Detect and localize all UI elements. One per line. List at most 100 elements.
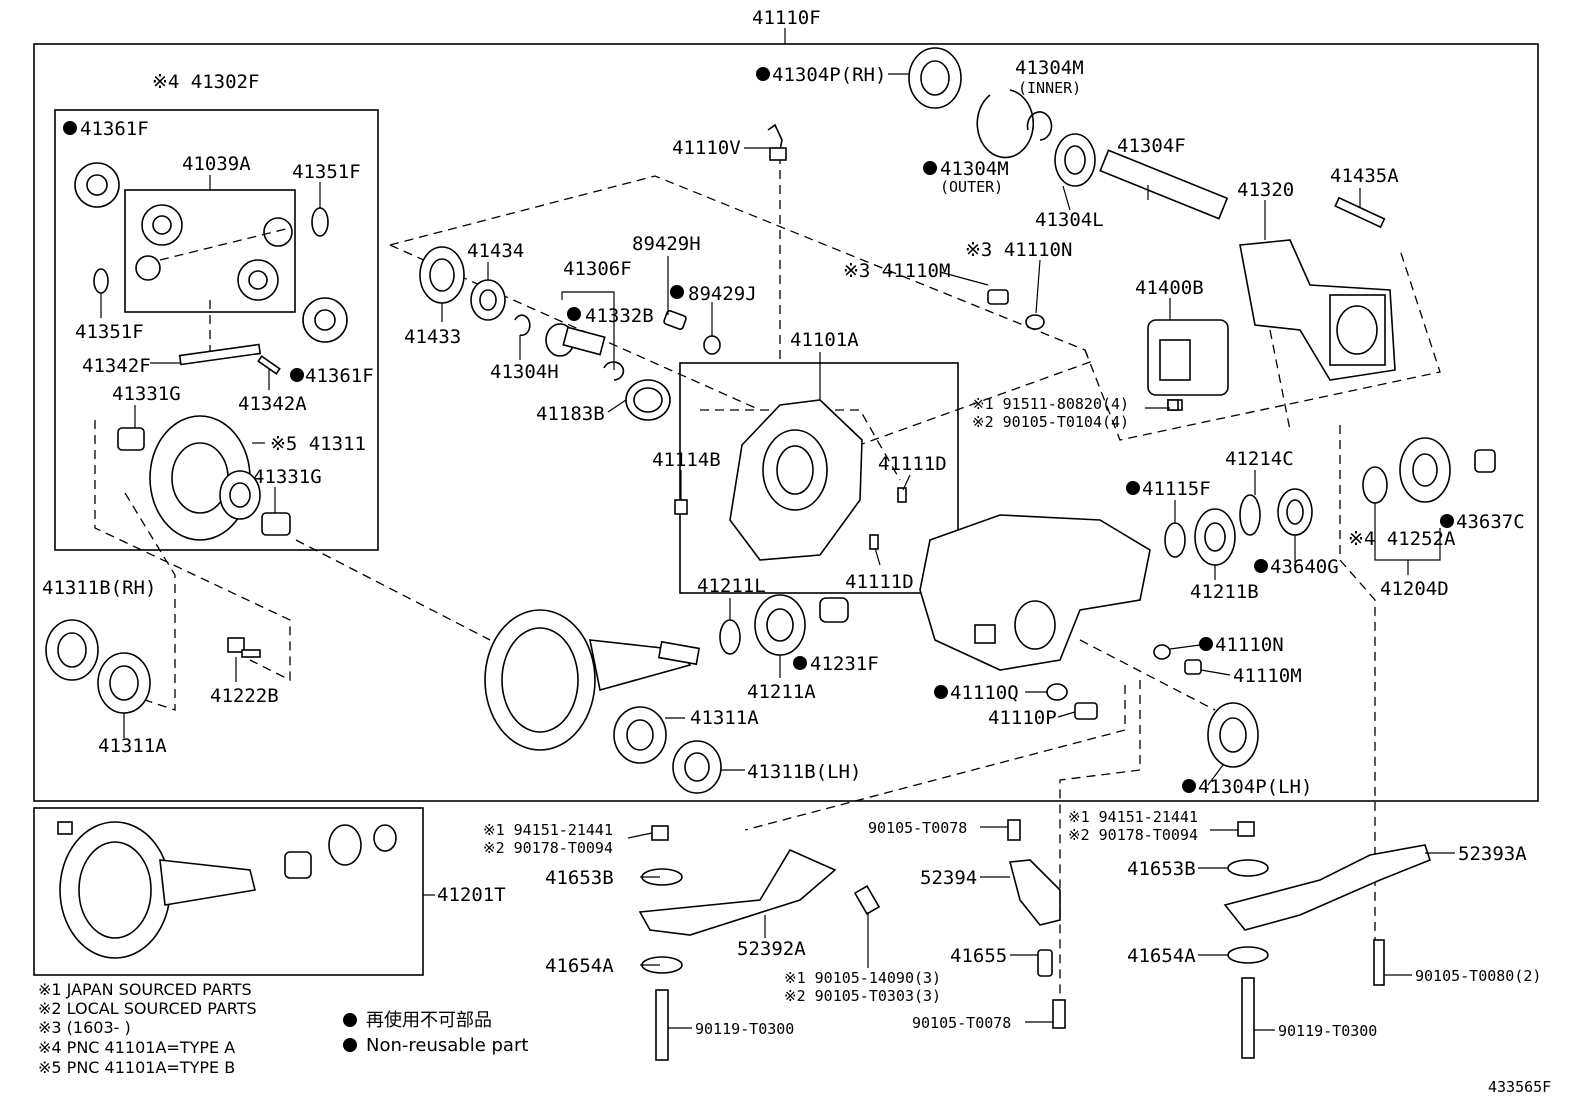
dashed-guide-lines — [94, 155, 1441, 1010]
label-41400B: 41400B — [1135, 277, 1204, 299]
snap-ring-inner-icon — [1026, 111, 1053, 141]
legend-english: Non-reusable part — [366, 1035, 528, 1056]
label-41110P: 41110P — [988, 707, 1057, 729]
label-90105-T0303: ※2 90105-T0303(3) — [784, 987, 941, 1005]
label-41342A: 41342A — [238, 393, 307, 415]
label-41654A: 41654A — [1127, 945, 1196, 967]
label-41332B: 41332B — [585, 305, 654, 327]
label-94151-21441: ※1 94151-21441 — [483, 821, 613, 839]
label-41304P-LH: 41304P(LH) — [1198, 776, 1312, 798]
label-89429H: 89429H — [632, 233, 701, 255]
side-bearing-lh-icon — [613, 706, 722, 794]
side-bearing-shim-rh-icon — [45, 619, 99, 681]
ring-pinion-kit-icon — [57, 821, 397, 959]
main-assembly-frame — [33, 43, 1539, 802]
label-41304M-inner-note: (INNER) — [1018, 79, 1081, 97]
footnote-1: ※1 JAPAN SOURCED PARTS — [38, 980, 252, 999]
label-41214C: 41214C — [1225, 448, 1294, 470]
label-41111D: 41111D — [845, 571, 914, 593]
legend-bullet-icon — [343, 1038, 357, 1052]
leader-lines — [100, 73, 1455, 1031]
label-41433: 41433 — [404, 326, 461, 348]
label-41306F: 41306F — [563, 258, 632, 280]
label-41653B: 41653B — [1127, 858, 1196, 880]
label-43640G: 43640G — [1270, 556, 1339, 578]
bolt-41110m-icon — [1167, 399, 1179, 411]
label-41304F: 41304F — [1117, 135, 1186, 157]
stud-bolts-icon — [674, 487, 907, 550]
label-41435A: 41435A — [1330, 165, 1399, 187]
label-41110N: 41110N — [1215, 634, 1284, 656]
label-41101A: 41101A — [790, 329, 859, 351]
label-41110Q: 41110Q — [950, 682, 1019, 704]
pinion-shaft-icon — [178, 343, 281, 375]
axle-oil-seal-rh-icon — [908, 47, 962, 109]
axle-bearing-icon — [1054, 133, 1096, 187]
thrust-washer-icon — [93, 207, 329, 294]
drive-pinion-bearing-icon — [419, 246, 506, 321]
label-41211L: 41211L — [697, 575, 766, 597]
axle-shaft-icon — [1099, 149, 1229, 220]
companion-flange-icon — [1362, 437, 1496, 504]
breather-plug-icon — [767, 123, 787, 161]
label-41304L: 41304L — [1035, 209, 1104, 231]
oil-seal-41183b-icon — [625, 379, 671, 421]
label-41311B-LH: 41311B(LH) — [747, 761, 861, 783]
snap-ring-outer-icon — [976, 89, 1035, 159]
label-41302F: ※4 41302F — [152, 71, 259, 93]
label-41654A: 41654A — [545, 955, 614, 977]
non-reusable-markers — [63, 67, 1454, 793]
label-41110M: 41110M — [1233, 665, 1302, 687]
side-gear-washer-right-icon — [302, 297, 348, 343]
label-90178-T0094: ※2 90178-T0094 — [483, 839, 613, 857]
pinion-bearing-41211a-icon — [754, 594, 806, 656]
label-41201T: 41201T — [437, 884, 506, 906]
label-41655: 41655 — [950, 945, 1007, 967]
mount-bracket-left-icon — [638, 825, 881, 1061]
retainer-subframe — [679, 362, 959, 594]
pinion-shim-icon — [719, 619, 741, 655]
case-bearing-icon — [117, 427, 291, 536]
label-41304M-outer-note: (OUTER) — [940, 178, 1003, 196]
label-90105-T0078: 90105-T0078 — [868, 819, 967, 837]
label-41115F: 41115F — [1142, 478, 1211, 500]
carrier-cover-icon — [729, 399, 863, 561]
assembly-number: 41110F — [752, 7, 821, 29]
label-41110V: 41110V — [672, 137, 741, 159]
label-41222B: 41222B — [210, 685, 279, 707]
label-41110M: ※3 41110M — [843, 260, 950, 282]
footnote-4: ※4 PNC 41101A=TYPE A — [38, 1038, 235, 1057]
label-41304M-outer: 41304M — [940, 158, 1009, 180]
snap-ring-icon — [514, 314, 625, 381]
footnote-2: ※2 LOCAL SOURCED PARTS — [38, 999, 257, 1018]
figure-code: 433565F — [1488, 1078, 1551, 1096]
companion-shaft-icon — [545, 323, 606, 357]
label-41304M-inner: 41304M — [1015, 57, 1084, 79]
label-41351F: 41351F — [75, 321, 144, 343]
long-bolt-icon — [1334, 196, 1386, 229]
label-90105-T0078: 90105-T0078 — [912, 1014, 1011, 1032]
label-41183B: 41183B — [536, 403, 605, 425]
label-41311A: 41311A — [98, 735, 167, 757]
label-41039A: 41039A — [182, 153, 251, 175]
label-41311B-RH: 41311B(RH) — [42, 577, 156, 599]
label-43637C: 43637C — [1456, 511, 1525, 533]
axle-tube-housing-icon — [1239, 239, 1396, 381]
part-labels: ※4 41302F 41361F 41039A 41351F 41351F 41… — [42, 57, 1541, 1040]
label-41211B: 41211B — [1190, 581, 1259, 603]
label-41311A: 41311A — [690, 707, 759, 729]
label-94151-21441: ※1 94151-21441 — [1068, 808, 1198, 826]
legend-bullet-icon — [343, 1013, 357, 1027]
legend: 再使用不可部品 Non-reusable part — [343, 1010, 528, 1056]
label-41361F: 41361F — [80, 118, 149, 140]
actuator-assembly-icon — [1147, 319, 1229, 411]
label-41111D: 41111D — [878, 453, 947, 475]
label-90119-T0300: 90119-T0300 — [1278, 1022, 1377, 1040]
differential-case-icon — [149, 415, 261, 541]
label-90178-T0094: ※2 90178-T0094 — [1068, 826, 1198, 844]
collapsible-spacer-icon — [819, 597, 849, 623]
axle-oil-seal-lh-icon — [1207, 702, 1259, 768]
vent-and-plugs-icon — [1046, 644, 1202, 720]
label-41114B: 41114B — [652, 449, 721, 471]
